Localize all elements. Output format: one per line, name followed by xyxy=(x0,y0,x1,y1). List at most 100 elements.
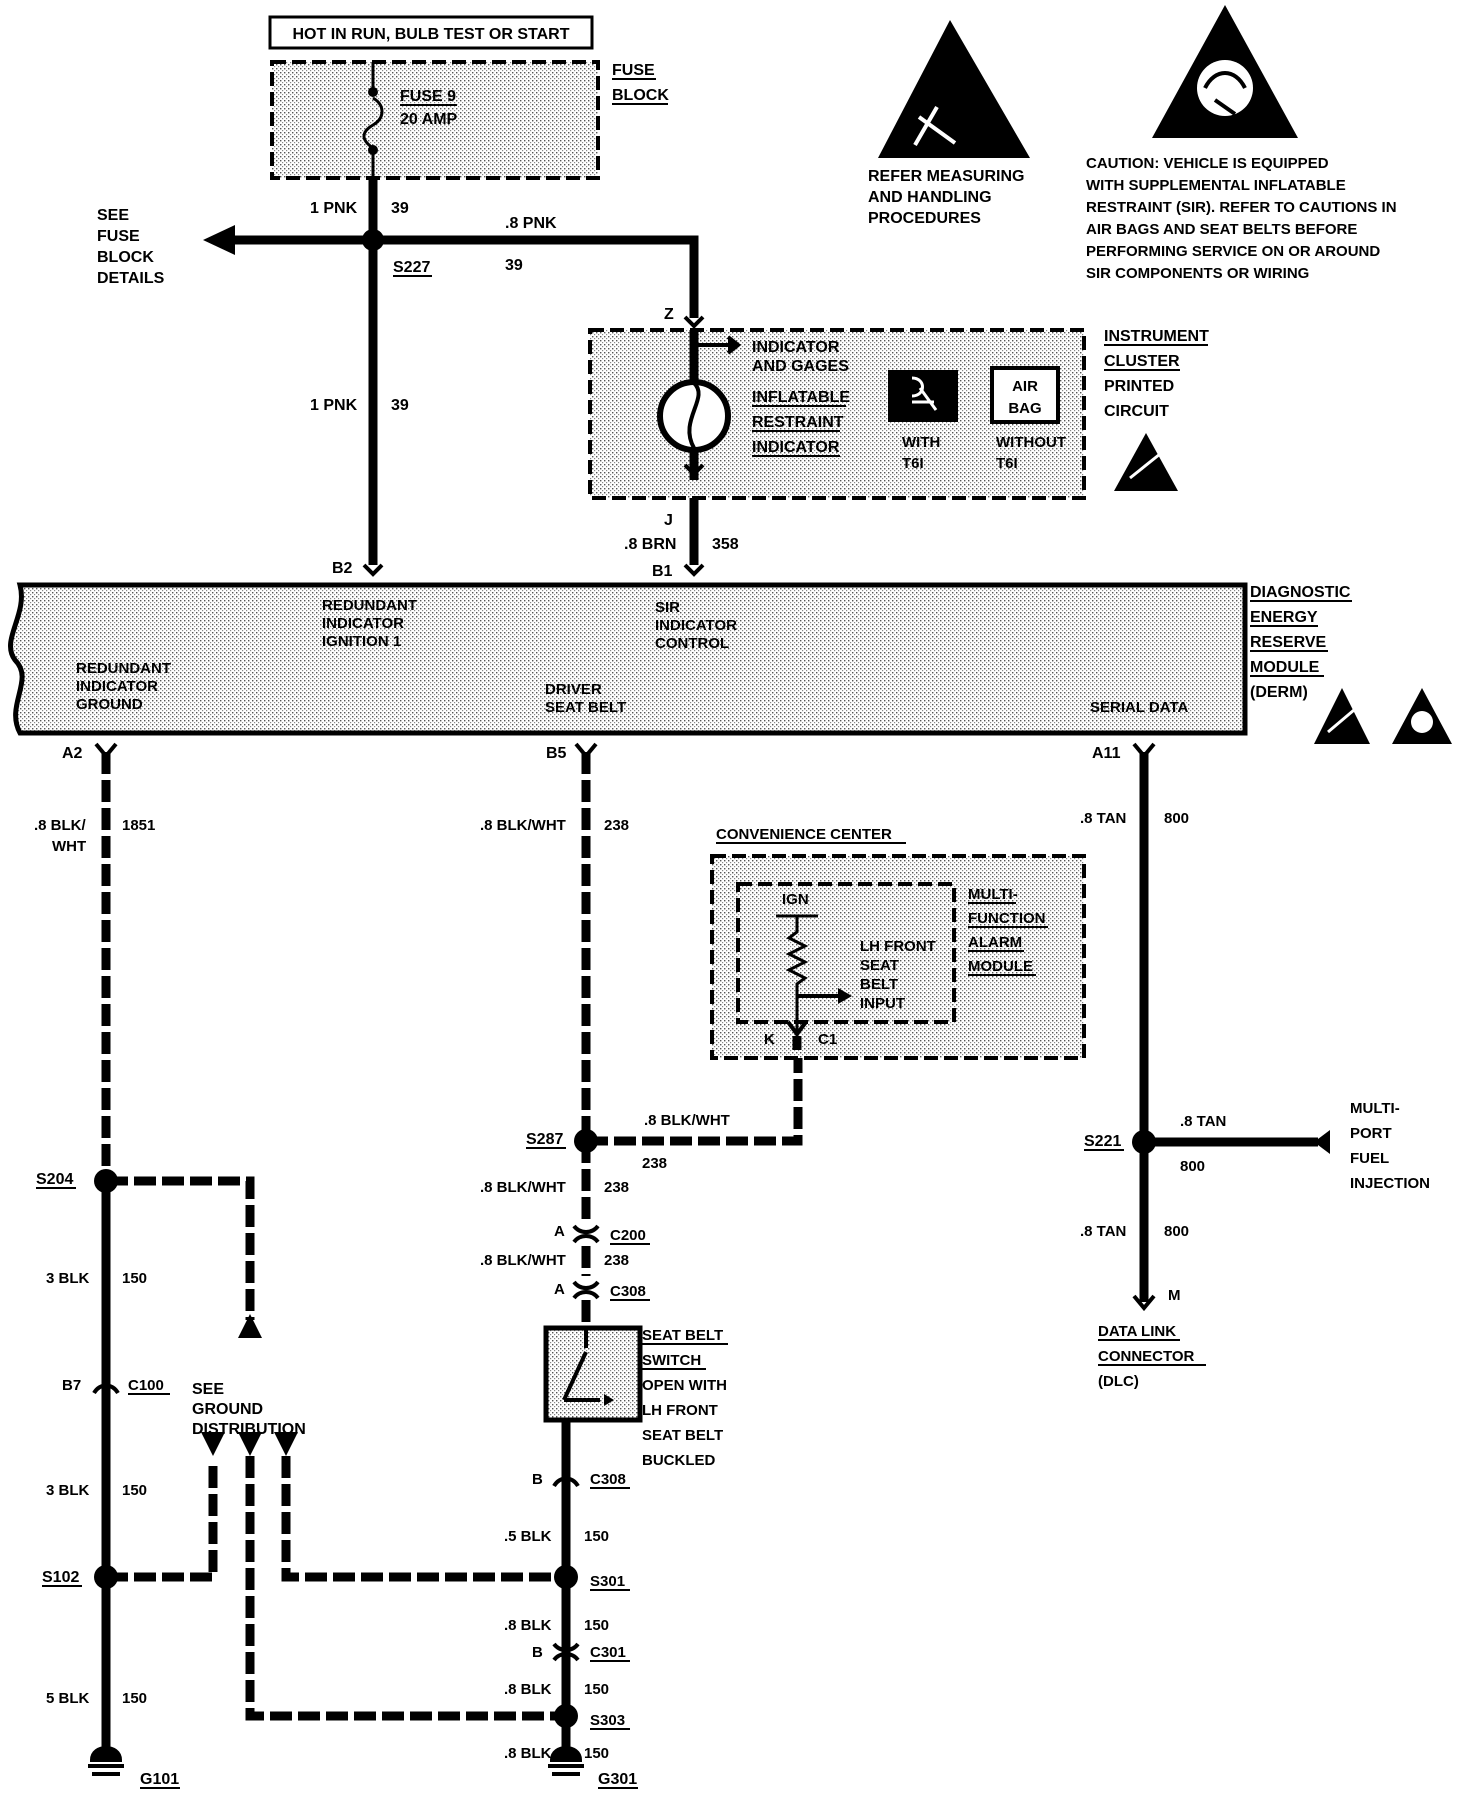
pin-z: Z xyxy=(664,306,674,323)
resistor-icon xyxy=(785,916,809,1040)
fuse-block-label-1: FUSE xyxy=(612,62,655,79)
c100-label: C100 xyxy=(128,1377,164,1394)
wire-blk5: 5 BLK xyxy=(46,1690,90,1707)
ground-arrow-3-icon xyxy=(274,1432,298,1456)
seat-belt-switch-box xyxy=(543,1325,643,1423)
cluster-inflatable-2: RESTRAINT xyxy=(752,414,844,431)
wire-brn: .8 BRN xyxy=(624,536,676,553)
see-fuse-1: SEE xyxy=(97,207,129,224)
pin-a-1: A xyxy=(554,1223,565,1240)
wire-blk8-c: .8 BLK xyxy=(504,1745,552,1762)
mpfi-3: FUEL xyxy=(1350,1150,1389,1167)
caution-2: WITH SUPPLEMENTAL INFLATABLE xyxy=(1086,177,1346,194)
conv-mod-2: FUNCTION xyxy=(968,910,1046,927)
derm-driver-1: DRIVER xyxy=(545,681,602,698)
pin-b1: B1 xyxy=(652,563,673,580)
fuse-block-box xyxy=(270,60,600,180)
circuit-39-a: 39 xyxy=(391,200,409,217)
conv-mod-1: MULTI- xyxy=(968,886,1018,903)
fuse-block-label-2: BLOCK xyxy=(612,87,669,104)
bag-label: BAG xyxy=(1008,400,1041,417)
ground-arrow-2-icon xyxy=(238,1432,262,1456)
derm-r-gnd-3: GROUND xyxy=(76,696,143,713)
conv-lh-2: SEAT xyxy=(860,957,899,974)
wire-pnk8: .8 PNK xyxy=(505,215,557,232)
circuit-238-a: 238 xyxy=(604,817,629,834)
wire-bw-d: .8 BLK/WHT xyxy=(480,1252,566,1269)
derm-name-4: MODULE xyxy=(1250,659,1320,676)
circuit-39-c: 39 xyxy=(505,257,523,274)
conv-lh-1: LH FRONT xyxy=(860,938,936,955)
wire-blk-5: .5 BLK xyxy=(504,1528,552,1545)
switch-contact-icon xyxy=(562,1328,600,1402)
esd-icon-small xyxy=(1114,433,1178,491)
circuit-800-c: 800 xyxy=(1164,1223,1189,1240)
wire-tan-c: .8 TAN xyxy=(1080,1223,1126,1240)
g101-label: G101 xyxy=(140,1771,179,1788)
with-label: WITH xyxy=(902,434,940,451)
cluster-name-2: CLUSTER xyxy=(1104,353,1180,370)
circuit-238-d: 238 xyxy=(604,1252,629,1269)
s227-label: S227 xyxy=(393,259,430,276)
derm-r-gnd-2: INDICATOR xyxy=(76,678,158,695)
circuit-150-c: 150 xyxy=(122,1690,147,1707)
power-header-box xyxy=(268,15,594,50)
airbag-symbol-icon xyxy=(888,370,958,422)
see-fuse-3: BLOCK xyxy=(97,249,154,266)
conv-lh-3: BELT xyxy=(860,976,898,993)
ground-g301-icon xyxy=(548,1746,584,1776)
circuit-150-d: 150 xyxy=(584,1528,609,1545)
c200-label: C200 xyxy=(610,1227,646,1244)
pin-a-2: A xyxy=(554,1281,565,1298)
conv-ign: IGN xyxy=(782,891,809,908)
switch-label-2: SWITCH xyxy=(642,1352,701,1369)
s102-label: S102 xyxy=(42,1569,79,1586)
pin-b-2: B xyxy=(532,1644,543,1661)
arrow-left-icon xyxy=(203,225,235,255)
cluster-name-3: PRINTED xyxy=(1104,378,1174,395)
derm-sir-1: SIR xyxy=(655,599,680,616)
without-t6i: T6I xyxy=(996,455,1018,472)
wire-tan-a: .8 TAN xyxy=(1080,810,1126,827)
circuit-150-b: 150 xyxy=(122,1482,147,1499)
pin-c1: C1 xyxy=(818,1031,837,1048)
c308-label-b: C308 xyxy=(590,1471,626,1488)
wire-bw-b: .8 BLK/WHT xyxy=(644,1112,730,1129)
conv-lh-4: INPUT xyxy=(860,995,905,1012)
derm-esd-icon xyxy=(1314,688,1370,744)
s221-label: S221 xyxy=(1084,1133,1121,1150)
derm-serial: SERIAL DATA xyxy=(1090,699,1189,716)
fuse-amp: 20 AMP xyxy=(400,111,458,128)
c308-label-a: C308 xyxy=(610,1283,646,1300)
pin-k: K xyxy=(764,1031,775,1048)
cluster-indicator-2: AND GAGES xyxy=(752,358,849,375)
power-header: HOT IN RUN, BULB TEST OR START xyxy=(292,26,569,43)
circuit-39-b: 39 xyxy=(391,397,409,414)
ground-arrow-up-icon xyxy=(238,1314,262,1338)
pin-j: J xyxy=(664,512,673,529)
wire-bw-a: .8 BLK/WHT xyxy=(480,817,566,834)
switch-label-3: OPEN WITH xyxy=(642,1377,727,1394)
mpfi-1: MULTI- xyxy=(1350,1100,1400,1117)
fuse-label: FUSE 9 xyxy=(400,88,456,105)
switch-label-4: LH FRONT xyxy=(642,1402,718,1419)
cluster-name-1: INSTRUMENT xyxy=(1104,328,1209,345)
circuit-150-e: 150 xyxy=(584,1617,609,1634)
pin-b5: B5 xyxy=(546,745,567,762)
air-bag-text-box xyxy=(990,366,1060,424)
s204-label: S204 xyxy=(36,1171,73,1188)
pin-b7: B7 xyxy=(62,1377,81,1394)
derm-name-5: (DERM) xyxy=(1250,684,1308,701)
derm-name-1: DIAGNOSTIC xyxy=(1250,584,1351,601)
wire-blk3-a: 3 BLK xyxy=(46,1270,90,1287)
switch-label-6: BUCKLED xyxy=(642,1452,715,1469)
wire-blk8-b: .8 BLK xyxy=(504,1681,552,1698)
dlc-3: (DLC) xyxy=(1098,1373,1139,1390)
with-t6i: T6I xyxy=(902,455,924,472)
see-fuse-2: FUSE xyxy=(97,228,140,245)
refer-2: AND HANDLING xyxy=(868,189,992,206)
mpfi-2: PORT xyxy=(1350,1125,1392,1142)
pin-a2: A2 xyxy=(62,745,83,762)
derm-sir-3: CONTROL xyxy=(655,635,729,652)
